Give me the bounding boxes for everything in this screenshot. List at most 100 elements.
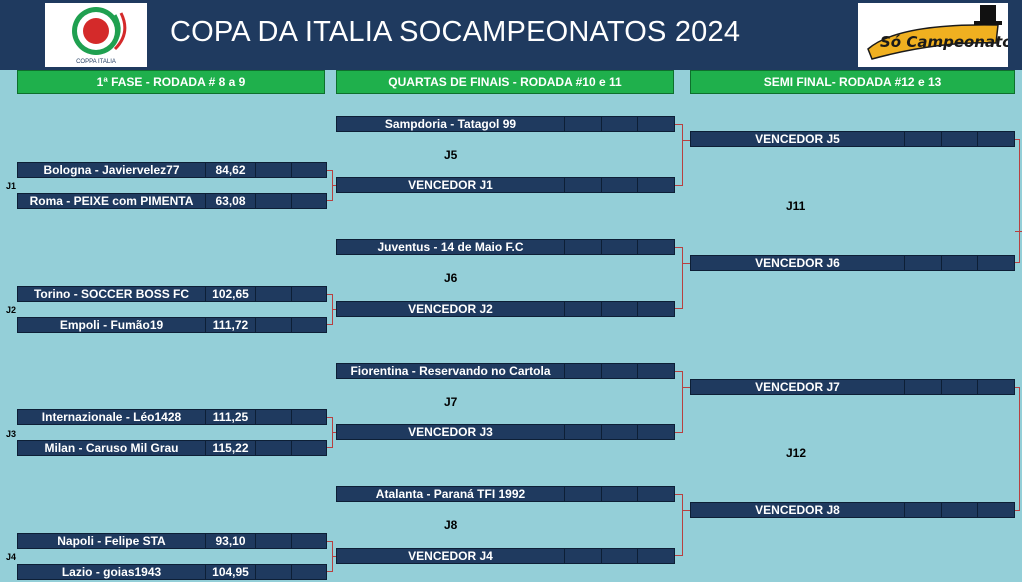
team-name: VENCEDOR J4 [337,549,565,563]
empty-cell [565,302,602,316]
coppa-italia-logo: COPPA ITALIA [45,3,147,67]
empty-cell [565,549,602,563]
team-score: 111,72 [206,318,256,332]
match-row-j3-away: Milan - Caruso Mil Grau 115,22 [17,440,327,456]
empty-cell [292,441,326,455]
team-name: VENCEDOR J8 [691,503,905,517]
team-score: 115,22 [206,441,256,455]
team-name: Sampdoria - Tatagol 99 [337,117,565,131]
match-row-j2-away: Empoli - Fumão19 111,72 [17,317,327,333]
bracket-connector [327,170,333,201]
quarter-row-j8-top: Atalanta - Paraná TFI 1992 [336,486,675,502]
empty-cell [292,287,326,301]
team-score: 111,25 [206,410,256,424]
empty-cell [602,178,638,192]
quarter-row-j8-bottom: VENCEDOR J4 [336,548,675,564]
team-name: Roma - PEIXE com PIMENTA [18,194,206,208]
team-name: Internazionale - Léo1428 [18,410,206,424]
bracket-connector [683,263,691,264]
bracket-connector [1015,231,1022,232]
bracket-connector [333,309,337,310]
semi-row-j11-bottom: VENCEDOR J6 [690,255,1015,271]
empty-cell [942,256,978,270]
team-name: VENCEDOR J1 [337,178,565,192]
quarter-row-j6-top: Juventus - 14 de Maio F.C [336,239,675,255]
empty-cell [292,565,326,579]
bracket-connector [333,556,337,557]
empty-cell [256,441,292,455]
empty-cell [256,534,292,548]
empty-cell [905,503,942,517]
empty-cell [565,240,602,254]
team-score: 63,08 [206,194,256,208]
empty-cell [638,178,674,192]
empty-cell [256,410,292,424]
empty-cell [602,364,638,378]
match-row-j4-home: Napoli - Felipe STA 93,10 [17,533,327,549]
empty-cell [978,132,1014,146]
bracket-connector [675,494,683,556]
empty-cell [942,132,978,146]
team-score: 84,62 [206,163,256,177]
team-score: 93,10 [206,534,256,548]
quarter-row-j6-bottom: VENCEDOR J2 [336,301,675,317]
match-label-j8: J8 [444,518,458,532]
stage-header-semis: SEMI FINAL- RODADA #12 e 13 [690,70,1015,94]
empty-cell [602,117,638,131]
team-name: Milan - Caruso Mil Grau [18,441,206,455]
bracket-connector [333,432,337,433]
team-name: VENCEDOR J6 [691,256,905,270]
empty-cell [638,549,674,563]
empty-cell [256,565,292,579]
bracket-connector [327,294,333,325]
team-name: VENCEDOR J3 [337,425,565,439]
empty-cell [905,256,942,270]
empty-cell [638,364,674,378]
socampeonatos-logo: Só Campeonatos [858,3,1022,67]
team-name: Empoli - Fumão19 [18,318,206,332]
empty-cell [565,178,602,192]
page-title: COPA DA ITALIA SOCAMPEONATOS 2024 [170,16,741,48]
team-name: VENCEDOR J7 [691,380,905,394]
empty-cell [978,503,1014,517]
semi-row-j11-top: VENCEDOR J5 [690,131,1015,147]
empty-cell [602,487,638,501]
bracket-connector [675,247,683,309]
team-name: Napoli - Felipe STA [18,534,206,548]
coppa-italia-shield-icon [72,7,127,55]
empty-cell [292,318,326,332]
match-row-j3-home: Internazionale - Léo1428 111,25 [17,409,327,425]
match-row-j2-home: Torino - SOCCER BOSS FC 102,65 [17,286,327,302]
team-name: Fiorentina - Reservando no Cartola [337,364,565,378]
empty-cell [978,256,1014,270]
match-row-j4-away: Lazio - goias1943 104,95 [17,564,327,580]
bracket-connector [675,124,683,186]
bracket-connector [675,371,683,433]
empty-cell [256,287,292,301]
team-name: VENCEDOR J5 [691,132,905,146]
bracket-connector [1015,387,1020,511]
team-name: Torino - SOCCER BOSS FC [18,287,206,301]
empty-cell [292,163,326,177]
empty-cell [565,487,602,501]
team-name: Atalanta - Paraná TFI 1992 [337,487,565,501]
bracket-connector [683,510,691,511]
match-row-j1-away: Roma - PEIXE com PIMENTA 63,08 [17,193,327,209]
empty-cell [978,380,1014,394]
stage-header-quarters: QUARTAS DE FINAIS - RODADA #10 e 11 [336,70,674,94]
quarter-row-j5-bottom: VENCEDOR J1 [336,177,675,193]
svg-text:Só Campeonatos: Só Campeonatos [880,33,1008,51]
match-label-j1: J1 [6,181,17,191]
match-label-j3: J3 [6,429,17,439]
team-score: 104,95 [206,565,256,579]
team-name: VENCEDOR J2 [337,302,565,316]
semi-row-j12-bottom: VENCEDOR J8 [690,502,1015,518]
match-label-j12: J12 [786,446,807,460]
empty-cell [638,302,674,316]
team-name: Bologna - Javiervelez77 [18,163,206,177]
empty-cell [256,163,292,177]
team-score: 102,65 [206,287,256,301]
empty-cell [942,380,978,394]
bracket-connector [333,185,337,186]
empty-cell [565,364,602,378]
